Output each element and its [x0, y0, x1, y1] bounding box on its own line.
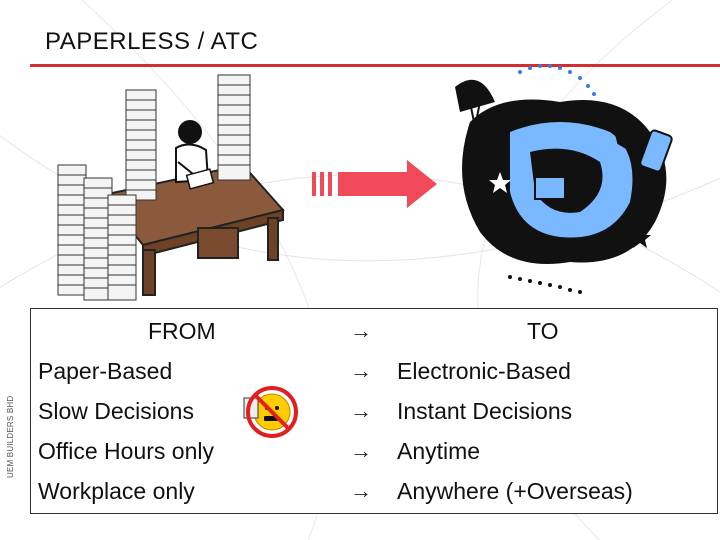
mobile-worker-illustration: [455, 64, 673, 294]
arrow-icon: →: [350, 318, 372, 343]
arrow-icon: →: [350, 398, 372, 423]
from-item: Office Hours only: [38, 438, 214, 464]
from-header: FROM: [148, 318, 216, 344]
paper-desk-illustration: [57, 74, 285, 301]
arrow-icon: →: [350, 478, 372, 503]
right-arrow-icon: [312, 160, 437, 208]
to-item: Anytime: [397, 438, 481, 464]
arrow-icon: →: [350, 438, 372, 463]
from-item: Paper-Based: [38, 358, 173, 384]
to-header: TO: [527, 318, 559, 344]
slide-title: PAPERLESS / ATC: [45, 28, 259, 55]
prohibited-sign-icon: [243, 386, 298, 438]
from-item: Slow Decisions: [38, 398, 194, 424]
company-side-label: UEM BUILDERS BHD: [6, 395, 15, 478]
from-item: Workplace only: [38, 478, 195, 504]
to-item: Electronic-Based: [397, 358, 571, 384]
arrow-icon: →: [350, 358, 372, 383]
title-underline: [30, 64, 720, 67]
to-item: Instant Decisions: [397, 398, 573, 424]
to-item: Anywhere (+Overseas): [397, 478, 633, 504]
comparison-table: [30, 308, 718, 514]
